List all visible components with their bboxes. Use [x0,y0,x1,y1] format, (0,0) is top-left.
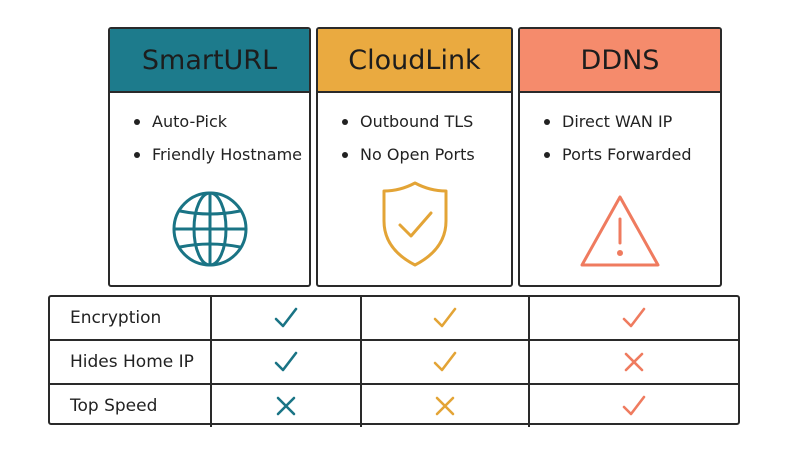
card-smarturl-title: SmartURL [141,44,278,76]
row-label: Hides Home IP [70,352,194,372]
card-smarturl: SmartURL Auto-Pick Friendly Hostname [108,27,311,287]
bullet-dot [134,151,140,158]
mark-cell [360,297,528,339]
check-icon [622,307,646,328]
bullet-text: Friendly Hostname [152,145,303,164]
card-cloudlink-bullets: Outbound TLS No Open Ports [318,93,511,171]
row-label: Top Speed [70,396,158,416]
table-row: Hides Home IP [50,339,738,383]
check-icon [433,351,457,372]
bullet-dot [544,151,550,158]
bullet-text: Auto-Pick [152,112,228,131]
mark-cell [210,341,360,383]
bullet-dot [342,151,348,158]
card-cloudlink: CloudLink Outbound TLS No Open Ports [316,27,513,287]
table-row: Top Speed [50,383,738,427]
shield-check-icon [318,179,511,273]
bullet-item: Ports Forwarded [544,138,720,171]
cross-icon [276,396,296,416]
bullet-dot [544,118,550,125]
mark-cell [360,341,528,383]
card-ddns: DDNS Direct WAN IP Ports Forwarded [518,27,722,287]
bullet-dot [134,118,140,125]
card-ddns-bullets: Direct WAN IP Ports Forwarded [520,93,720,171]
table-row: Encryption [50,297,738,339]
mark-cell [210,385,360,427]
check-icon [433,307,457,328]
bullet-text: Outbound TLS [360,112,474,131]
mark-cell [528,385,738,427]
mark-cell [210,297,360,339]
comparison-table: Encryption Hides Home IP Top Speed [48,295,740,427]
bullet-item: Friendly Hostname [134,138,309,171]
mark-cell [360,385,528,427]
bullet-text: Ports Forwarded [562,145,692,164]
mark-cell [528,297,738,339]
globe-icon [110,189,309,273]
card-smarturl-bullets: Auto-Pick Friendly Hostname [110,93,309,171]
bullet-item: Auto-Pick [134,105,309,138]
cross-icon [435,396,455,416]
row-label: Encryption [70,308,162,328]
check-icon [622,395,646,416]
mark-cell [528,341,738,383]
card-cloudlink-title: CloudLink [348,44,481,76]
bullet-item: No Open Ports [342,138,511,171]
bullet-item: Direct WAN IP [544,105,720,138]
card-smarturl-header: SmartURL [110,29,309,93]
bullet-dot [342,118,348,125]
bullet-text: Direct WAN IP [562,112,673,131]
card-ddns-header: DDNS [520,29,720,93]
warning-icon [520,193,720,273]
check-icon [274,307,298,328]
check-icon [274,351,298,372]
bullet-text: No Open Ports [360,145,475,164]
cross-icon [624,352,644,372]
bullet-item: Outbound TLS [342,105,511,138]
card-ddns-title: DDNS [580,44,660,76]
card-cloudlink-header: CloudLink [318,29,511,93]
